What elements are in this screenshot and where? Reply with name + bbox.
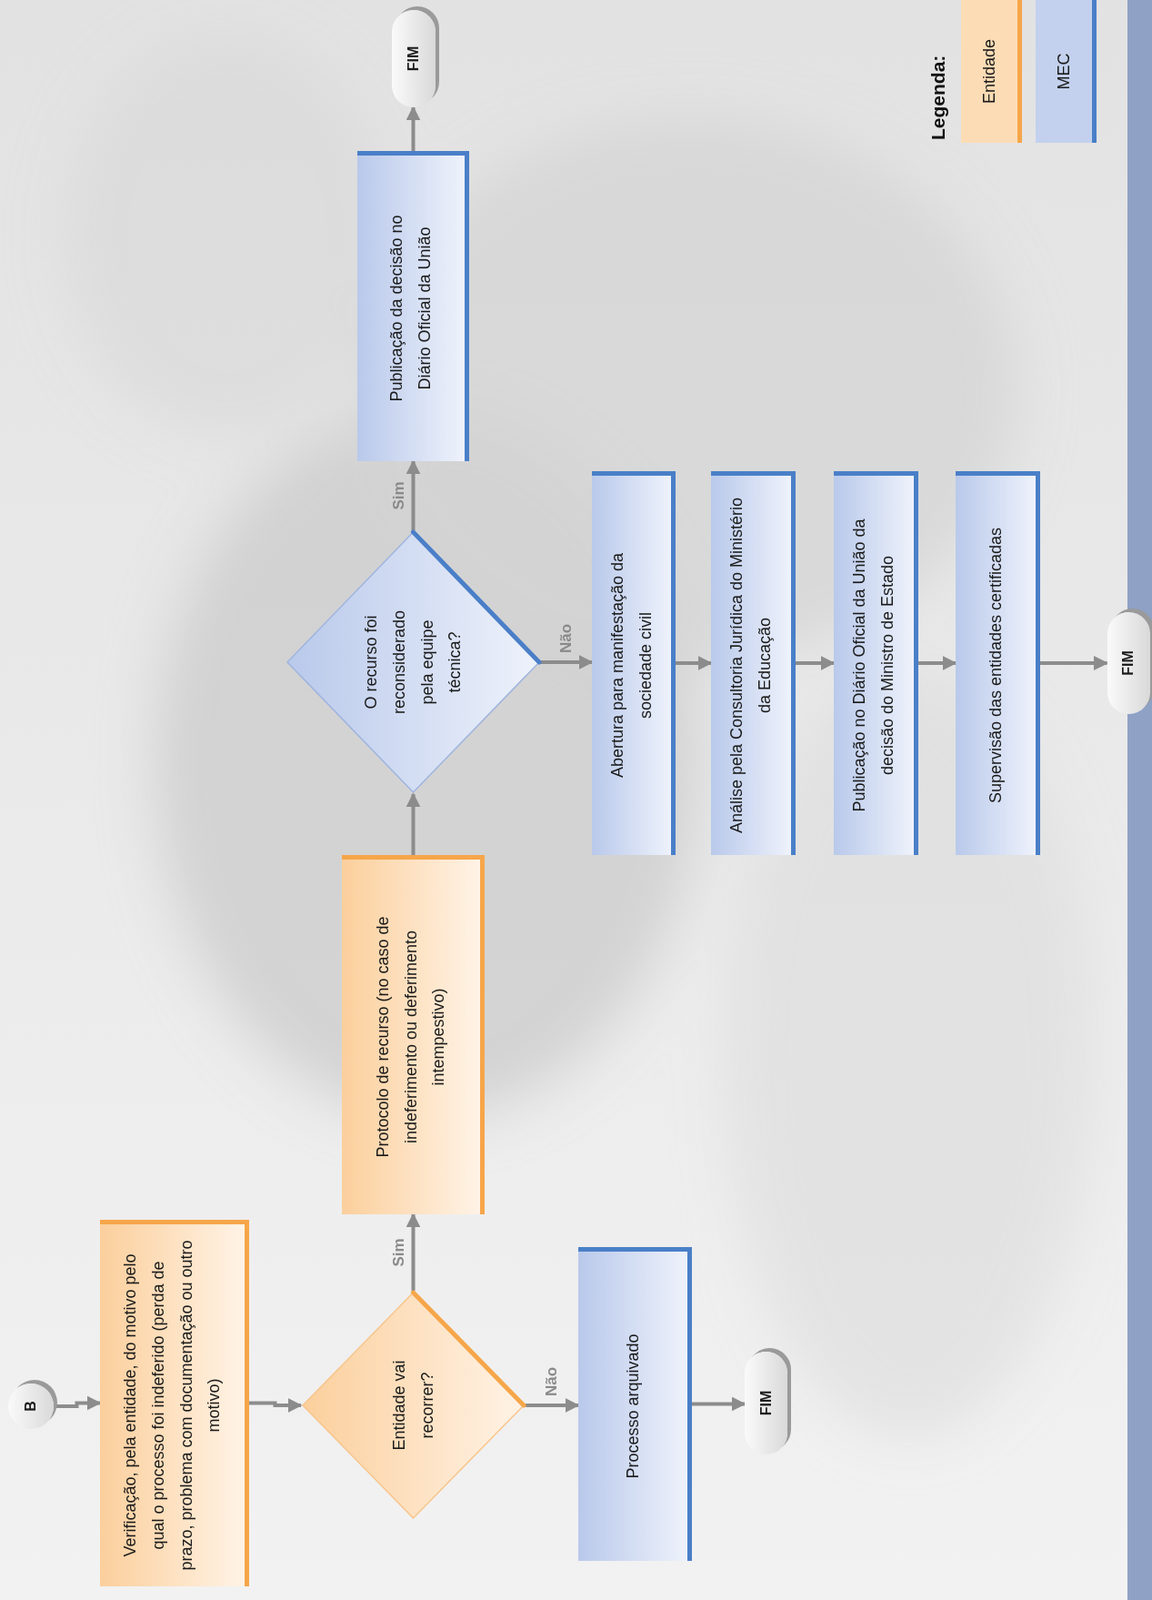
process-box: Análise pela Consultoria Jurídica do Min… [711, 470, 796, 855]
diamond-fill [302, 1292, 524, 1518]
flow-arrow [795, 661, 834, 665]
diamond-fill [287, 531, 540, 792]
photo-shape [63, 35, 391, 436]
node-text: Protocolo de recurso (no caso de indefer… [369, 907, 453, 1167]
flow-arrow [1040, 661, 1108, 665]
process-box: Protocolo de recurso (no caso de indefer… [341, 854, 485, 1214]
flow-arrow [411, 1213, 416, 1291]
flow-arrow [249, 1402, 301, 1406]
legend-title: Legenda: [927, 55, 950, 141]
terminator: FIM [744, 1351, 788, 1454]
flow-arrow [540, 660, 592, 664]
node-text: FIM [757, 1362, 775, 1444]
flow-arrow [918, 661, 956, 665]
node-text: O recurso foi reconsiderado pela equipe … [357, 601, 469, 724]
node-text: Análise pela Consultoria Jurídica do Min… [722, 497, 779, 834]
legend-swatch: MEC [1035, 0, 1097, 143]
legend-text: Entidade [980, 39, 1000, 104]
process-box: Supervisão das entidades certificadas [955, 470, 1041, 855]
process-box: Publicação no Diário Oficial da União da… [833, 470, 919, 855]
terminator: FIM [1107, 611, 1151, 714]
edge-label: Não [542, 1366, 561, 1396]
terminator: FIM [391, 10, 436, 108]
node-text: Processo arquivado [619, 1269, 648, 1543]
process-box: Publicação da decisão no Diário Oficial … [357, 150, 470, 461]
edge-label: Não [557, 623, 576, 653]
process-box: Abertura para manifestação da sociedade … [591, 470, 676, 855]
node-text: B [21, 1387, 40, 1424]
decision-diamond: Entidade vai recorrer? [300, 1290, 526, 1520]
node-text: FIM [1119, 621, 1137, 704]
node-text: Supervisão das entidades certificadas [981, 497, 1011, 834]
flow-arrow [675, 661, 712, 665]
legend-swatch: Entidade [961, 0, 1022, 143]
diamond-outline [285, 530, 541, 794]
decision-diamond: O recurso foi reconsiderado pela equipe … [285, 530, 541, 794]
process-box: Verificação, pela entidade, do motivo pe… [100, 1219, 250, 1586]
flow-arrow [411, 460, 416, 531]
edge-label: Sim [390, 1237, 409, 1266]
flow-arrow [691, 1402, 745, 1406]
legend-text: MEC [1054, 53, 1074, 91]
process-box: Processo arquivado [578, 1246, 692, 1561]
node-text: Entidade vai recorrer? [385, 1350, 441, 1460]
node-text: Verificação, pela entidade, do motivo pe… [116, 1236, 228, 1573]
node-text: Abertura para manifestação da sociedade … [603, 544, 660, 786]
side-bar [1127, 0, 1152, 1600]
flow-arrow [53, 1402, 101, 1407]
flow-arrow [411, 107, 416, 151]
node-text: Publicação no Diário Oficial da União da… [845, 494, 902, 836]
connector-circle: B [8, 1382, 54, 1429]
flow-arrow [411, 793, 416, 855]
diamond-outline [300, 1290, 526, 1520]
edge-label: Sim [390, 480, 409, 510]
flow-arrow [525, 1402, 579, 1407]
node-text: FIM [404, 18, 422, 101]
node-text: Publicação da decisão no Diário Oficial … [382, 210, 439, 407]
